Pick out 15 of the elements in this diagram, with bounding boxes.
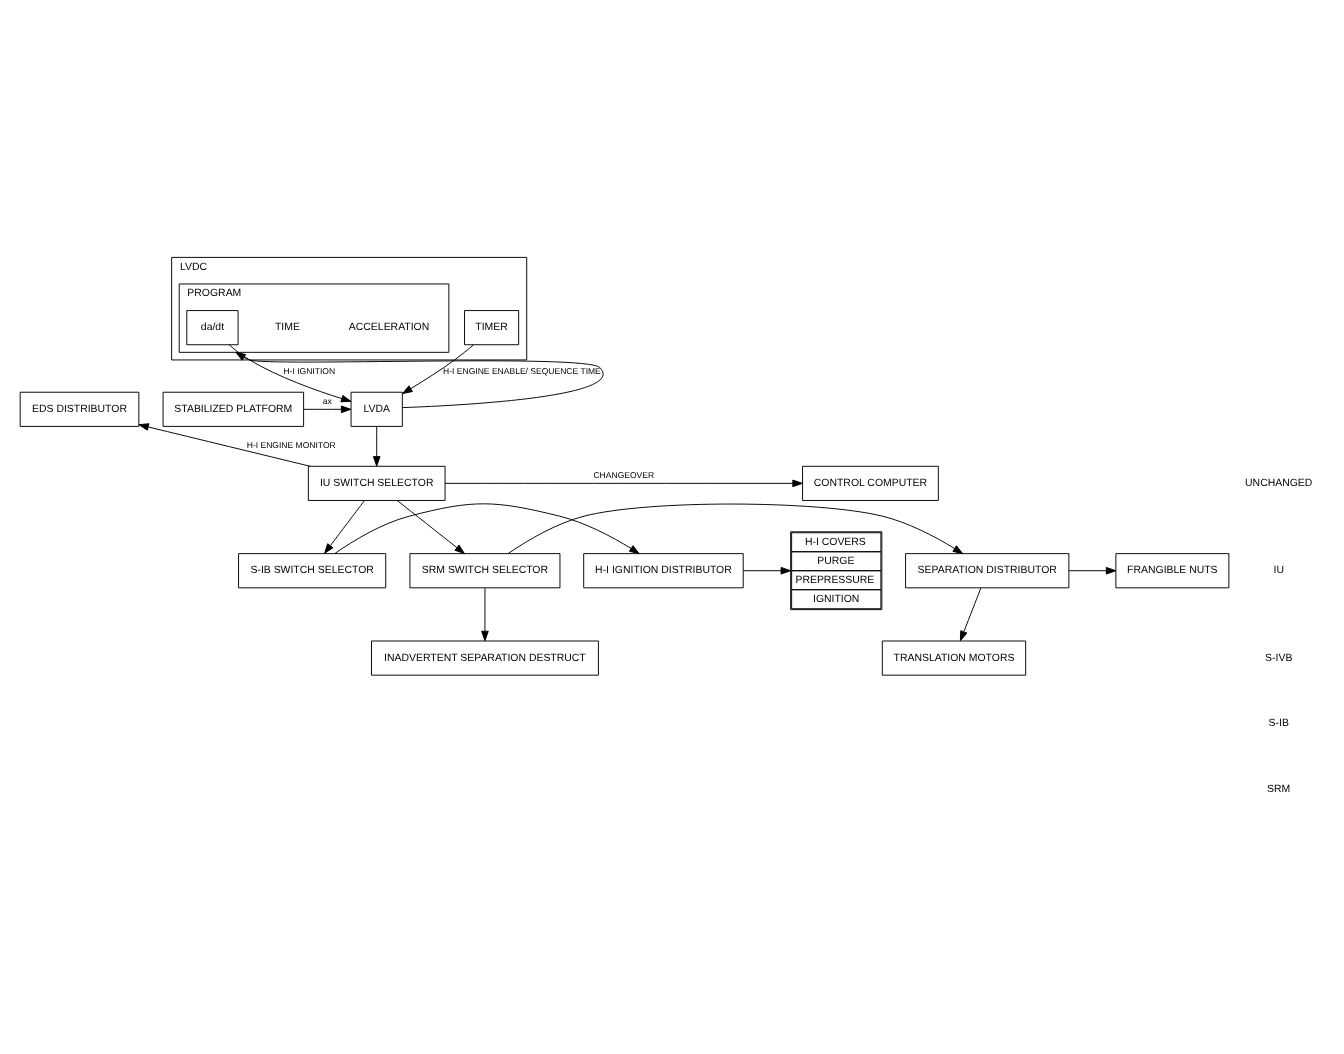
arrow (324, 499, 365, 553)
arrow (303, 404, 352, 413)
arrow (742, 565, 792, 574)
arrow (235, 350, 604, 408)
arrow (396, 499, 465, 554)
arrow (372, 425, 381, 466)
arrow (507, 502, 964, 554)
arrow (481, 586, 489, 641)
arrow (138, 422, 311, 466)
arrow (444, 478, 803, 487)
arrow (334, 502, 640, 554)
arrow (402, 343, 475, 394)
arrow (228, 343, 352, 402)
arrow (959, 586, 982, 641)
arrow (1068, 565, 1117, 574)
